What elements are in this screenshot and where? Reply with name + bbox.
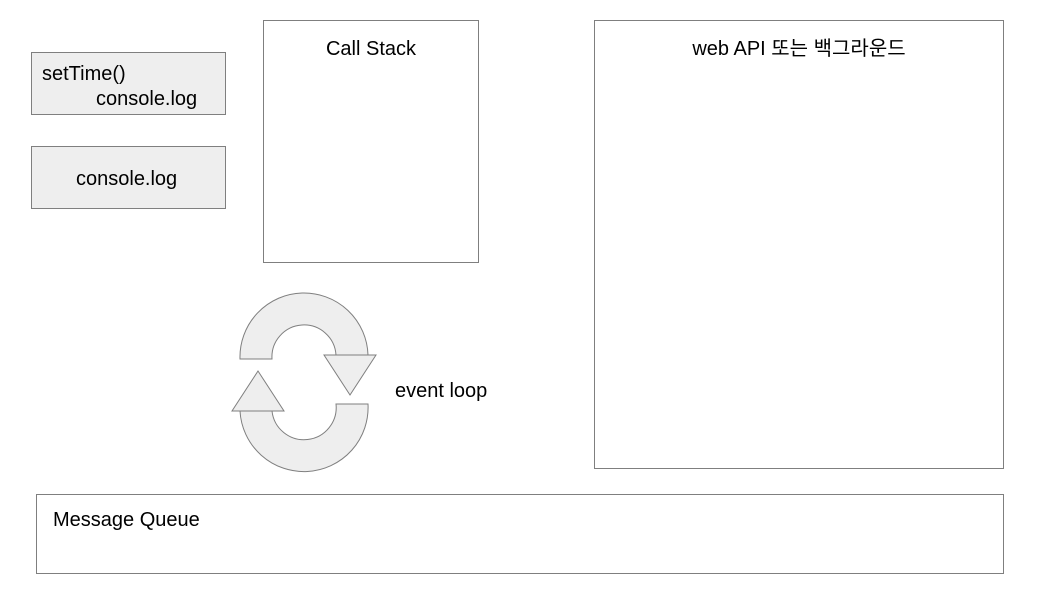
message-queue-title: Message Queue xyxy=(53,509,200,531)
web-api-box: web API 또는 백그라운드 xyxy=(594,20,1004,469)
event-loop-upper-arc xyxy=(239,292,369,360)
code-line-console-log: console.log xyxy=(76,168,178,190)
event-loop-icon xyxy=(231,292,377,473)
message-queue-box: Message Queue xyxy=(36,494,1004,574)
event-loop-label: event loop xyxy=(395,380,488,402)
code-line-settime: setTime() xyxy=(42,63,126,85)
event-loop-up-arrowhead xyxy=(231,370,285,412)
call-stack-box: Call Stack xyxy=(263,20,479,263)
web-api-title: web API 또는 백그라운드 xyxy=(692,38,906,60)
code-block-settime: setTime() console.log xyxy=(31,52,226,115)
code-block-console-log: console.log xyxy=(31,146,226,209)
event-loop-lower-arc xyxy=(239,403,369,473)
call-stack-title: Call Stack xyxy=(325,38,417,60)
event-loop-down-arrowhead xyxy=(323,354,377,396)
code-line-console-log: console.log xyxy=(96,88,198,110)
